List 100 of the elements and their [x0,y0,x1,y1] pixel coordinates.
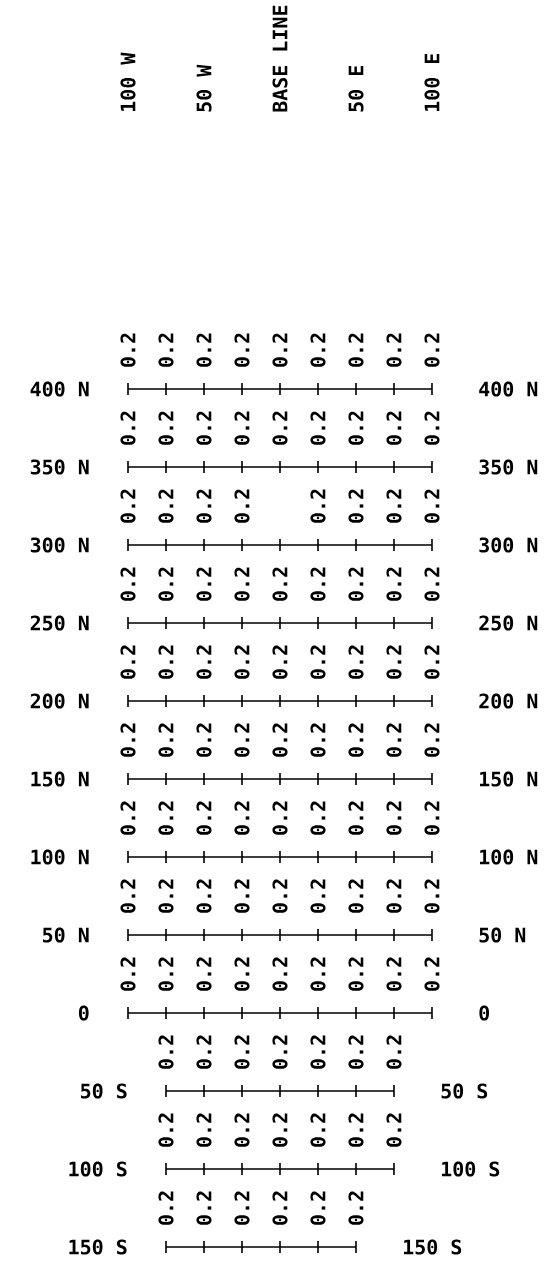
reading-value: 0.2 [310,879,326,913]
reading-value: 0.2 [348,1191,364,1225]
reading-value: 0.2 [158,723,174,757]
reading-value: 0.2 [424,957,440,991]
reading-value: 0.2 [196,489,212,523]
reading-value: 0.2 [234,957,250,991]
station-label: BASE LINE [272,5,288,112]
line-label: 150 N [480,771,538,787]
reading-value: 0.2 [348,879,364,913]
reading-value: 0.2 [272,879,288,913]
line-label: 100 N [31,849,89,865]
line-label: 100 S [442,1161,500,1177]
line-label: 50 N [479,927,526,943]
reading-value: 0.2 [158,645,174,679]
reading-value: 0.2 [348,957,364,991]
reading-value: 0.2 [120,567,136,601]
reading-value: 0.2 [158,957,174,991]
reading-value: 0.2 [386,567,402,601]
reading-value: 0.2 [386,879,402,913]
reading-value: 0.2 [158,411,174,445]
reading-value: 0.2 [120,411,136,445]
reading-value: 0.2 [386,957,402,991]
reading-value: 0.2 [348,567,364,601]
reading-value: 0.2 [386,489,402,523]
reading-value: 0.2 [234,645,250,679]
reading-value: 0.2 [234,1113,250,1147]
reading-value: 0.2 [310,489,326,523]
reading-value: 0.2 [196,1035,212,1069]
reading-value: 0.2 [310,1113,326,1147]
reading-value: 0.2 [424,567,440,601]
line-label: 200 N [30,693,89,709]
reading-value: 0.2 [272,1035,288,1069]
reading-value: 0.2 [272,411,288,445]
reading-value: 0.2 [234,1035,250,1069]
line-label: 0 [479,1005,490,1021]
reading-value: 0.2 [158,333,174,367]
reading-value: 0.2 [158,801,174,835]
reading-value: 0.2 [196,723,212,757]
reading-value: 0.2 [196,879,212,913]
reading-value: 0.2 [348,411,364,445]
reading-value: 0.2 [196,645,212,679]
reading-value: 0.2 [310,567,326,601]
reading-value: 0.2 [386,333,402,367]
reading-value: 0.2 [424,879,440,913]
reading-value: 0.2 [158,1113,174,1147]
reading-value: 0.2 [120,801,136,835]
station-label: 100 W [120,52,136,111]
reading-value: 0.2 [120,723,136,757]
line-label: 300 N [479,537,538,553]
station-label: 100 E [424,53,440,111]
reading-value: 0.2 [386,645,402,679]
reading-value: 0.2 [158,1191,174,1225]
reading-value: 0.2 [310,333,326,367]
line-label: 100 N [480,849,538,865]
reading-value: 0.2 [272,567,288,601]
reading-value: 0.2 [196,801,212,835]
station-label: 50 W [196,64,212,112]
reading-value: 0.2 [272,723,288,757]
reading-value: 0.2 [424,645,440,679]
reading-value: 0.2 [196,1113,212,1147]
reading-value: 0.2 [348,333,364,367]
reading-value: 0.2 [310,645,326,679]
reading-value: 0.2 [234,333,250,367]
reading-value: 0.2 [196,567,212,601]
reading-value: 0.2 [386,1113,402,1147]
line-label: 0 [78,1005,89,1021]
reading-value: 0.2 [120,489,136,523]
reading-value: 0.2 [348,723,364,757]
reading-value: 0.2 [310,1191,326,1225]
reading-value: 0.2 [348,645,364,679]
reading-value: 0.2 [424,411,440,445]
reading-value: 0.2 [196,333,212,367]
line-label: 100 S [69,1161,127,1177]
reading-value: 0.2 [234,567,250,601]
line-label: 150 S [69,1239,127,1255]
reading-value: 0.2 [234,879,250,913]
reading-value: 0.2 [120,879,136,913]
reading-value: 0.2 [272,1191,288,1225]
reading-value: 0.2 [120,333,136,367]
reading-value: 0.2 [424,489,440,523]
reading-value: 0.2 [158,489,174,523]
reading-value: 0.2 [234,723,250,757]
line-label: 200 N [479,693,538,709]
reading-value: 0.2 [234,489,250,523]
line-label: 150 S [404,1239,462,1255]
reading-value: 0.2 [272,957,288,991]
reading-value: 0.2 [348,1113,364,1147]
line-label: 250 N [30,615,89,631]
line-label: 50 N [43,927,89,943]
line-label: 400 N [30,381,89,397]
line-label: 350 N [479,459,538,475]
line-label: 150 N [31,771,89,787]
reading-value: 0.2 [310,411,326,445]
line-label: 250 N [479,615,538,631]
reading-value: 0.2 [120,957,136,991]
reading-value: 0.2 [196,1191,212,1225]
line-label: 350 N [30,459,89,475]
reading-value: 0.2 [272,1113,288,1147]
line-label: 300 N [30,537,89,553]
station-label: 50 E [348,65,364,112]
